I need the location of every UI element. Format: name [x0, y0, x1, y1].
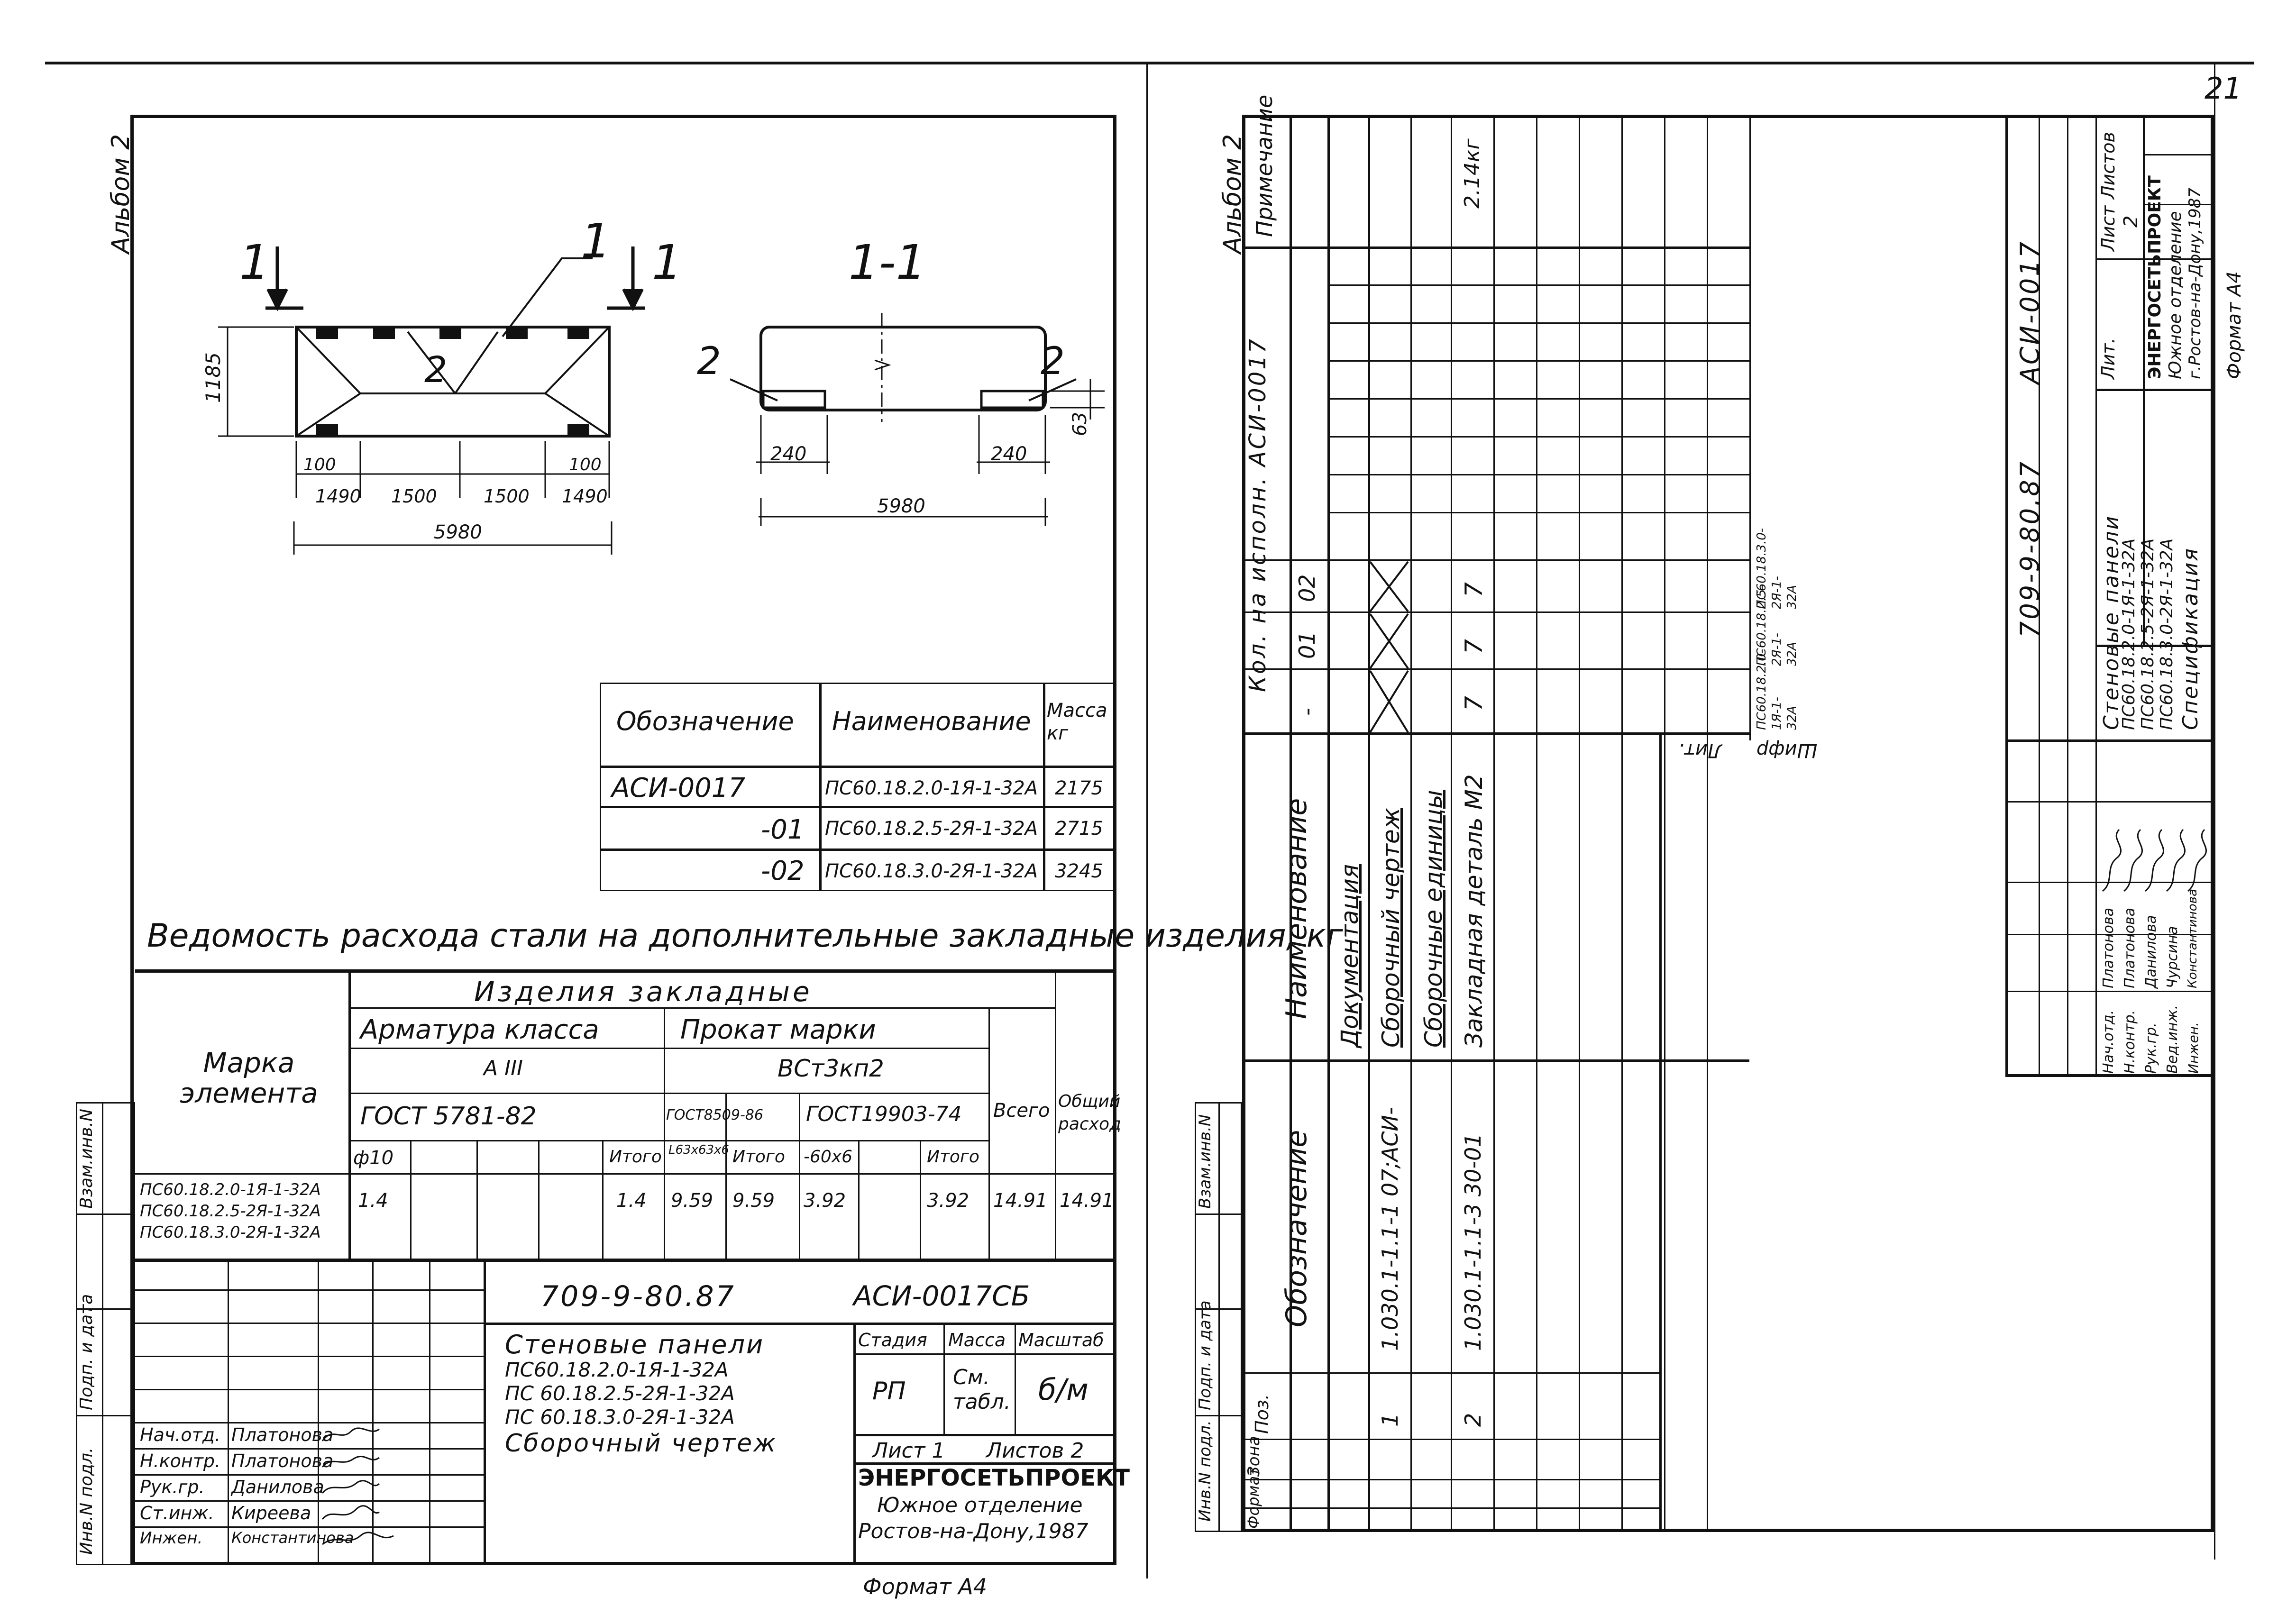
left-tb-name-4: ПС 60.18.3.0-2Я-1-32А	[505, 1405, 735, 1429]
left-staff-name-5: Константинова	[231, 1529, 354, 1547]
steel-title: Ведомость расхода стали на дополнительны…	[147, 917, 1343, 955]
left-tb-code: 709-9-80.87	[540, 1280, 736, 1313]
left-staff-role-2: Н.контр.	[140, 1451, 221, 1471]
left-tb-stage: РП	[872, 1377, 906, 1405]
steel-h-prokat: Прокат марки	[680, 1014, 876, 1045]
left-tb-org2: Южное отделение	[877, 1493, 1083, 1517]
steel-h-steel: ВСт3кп2	[778, 1055, 884, 1082]
left-tb-sheets: Листов 2	[986, 1439, 1084, 1463]
steel-val-7: 14.91	[993, 1190, 1048, 1212]
steel-h-gost2: ГОСТ8509-86	[666, 1107, 763, 1123]
steel-h-angle: L63x63x6	[668, 1143, 729, 1157]
steel-h-itogo-2: Итого	[732, 1147, 785, 1167]
left-sheet-frame	[130, 115, 1116, 1565]
steel-h-class: А III	[484, 1056, 523, 1080]
dim-1500-b: 1500	[484, 486, 530, 507]
dim-1490-right: 1490	[562, 486, 608, 507]
section-dim-right: 240	[991, 443, 1027, 465]
steel-mark-2: ПС60.18.2.5-2Я-1-32А	[140, 1202, 321, 1221]
dim-1490-left: 1490	[315, 486, 361, 507]
section-mark-right: 1	[652, 235, 682, 290]
left-side-strip	[76, 1102, 135, 1565]
steel-h-gost1: ГОСТ 5781-82	[360, 1102, 537, 1131]
left-tb-name-5: Сборочный чертеж	[505, 1429, 777, 1458]
part-label: 2	[424, 348, 448, 391]
steel-mark-1: ПС60.18.2.0-1Я-1-32А	[140, 1180, 321, 1199]
mass-row-3-name: ПС60.18.3.0-2Я-1-32А	[825, 860, 1038, 882]
left-staff-name-2: Платонова	[231, 1451, 334, 1471]
section-part-left: 2	[697, 339, 721, 383]
steel-h-total: Общий расход	[1058, 1092, 1121, 1134]
page-divider	[1146, 62, 1148, 1578]
mass-row-1-mass: 2175	[1055, 777, 1103, 799]
left-staff-role-4: Ст.инж.	[140, 1503, 214, 1524]
mass-header-name: Наименование	[832, 706, 1031, 736]
mass-header-mass: Масса кг	[1047, 700, 1107, 744]
left-tb-sheet: Лист 1	[872, 1439, 945, 1463]
steel-h-group: Изделия закладные	[474, 976, 813, 1008]
left-staff-role-5: Инжен.	[140, 1529, 203, 1548]
left-tb-doc: АСИ-0017СБ	[853, 1280, 1030, 1312]
mass-row-2-mass: 2715	[1055, 818, 1103, 839]
steel-h-gost3: ГОСТ19903-74	[806, 1102, 962, 1126]
dim-100-left: 100	[303, 455, 336, 474]
steel-h-itogo-3: Итого	[927, 1147, 979, 1167]
left-format: Формат А4	[863, 1574, 987, 1599]
left-tb-stage-h: Стадия	[858, 1330, 927, 1350]
left-staff-name-1: Платонова	[231, 1424, 334, 1445]
section-part-right: 2	[1041, 339, 1065, 383]
section-1-1	[759, 326, 1047, 411]
mass-row-1-name: ПС60.18.2.0-1Я-1-32А	[825, 777, 1038, 799]
section-dim-total: 5980	[877, 495, 925, 517]
mass-table	[600, 683, 1116, 891]
steel-val-5: 3.92	[804, 1190, 846, 1212]
left-staff-role-1: Нач.отд.	[140, 1424, 221, 1445]
mass-header-designation: Обозначение	[616, 706, 794, 736]
section-dim-left: 240	[770, 443, 807, 465]
steel-val-4: 9.59	[732, 1190, 775, 1212]
left-staff-role-3: Рук.гр.	[140, 1477, 205, 1497]
steel-h-sheet: -60x6	[804, 1147, 853, 1167]
left-staff-name-3: Данилова	[231, 1477, 324, 1497]
page-number: 21	[2205, 71, 2242, 106]
steel-h-itogo-1: Итого	[609, 1147, 662, 1167]
left-tb-scale: б/м	[1038, 1372, 1089, 1407]
steel-h-vsego: Всего	[993, 1100, 1050, 1122]
steel-val-6: 3.92	[927, 1190, 970, 1212]
left-tb-mass-h: Масса	[948, 1330, 1006, 1350]
left-tb-org: ЭНЕРГОСЕТЬПРОЕКТ	[858, 1465, 1130, 1491]
left-tb-name-3: ПС 60.18.2.5-2Я-1-32А	[505, 1382, 735, 1405]
top-rule	[45, 62, 2254, 64]
mass-row-3-designation: -02	[761, 856, 805, 886]
section-mark-left: 1	[239, 235, 270, 290]
steel-h-mark: Марка элемента	[180, 1047, 318, 1109]
steel-h-diam: ф10	[353, 1147, 394, 1169]
dim-1500-a: 1500	[391, 486, 437, 507]
steel-mark-3: ПС60.18.3.0-2Я-1-32А	[140, 1223, 321, 1242]
leader-label: 1	[581, 213, 611, 269]
left-tb-scale-h: Масштаб	[1018, 1330, 1104, 1350]
left-tb-name-2: ПС60.18.2.0-1Я-1-32А	[505, 1358, 729, 1381]
steel-val-3: 9.59	[671, 1190, 713, 1212]
mass-row-3-mass: 3245	[1055, 860, 1103, 882]
mass-row-2-name: ПС60.18.2.5-2Я-1-32А	[825, 818, 1038, 839]
dim-total: 5980	[434, 521, 482, 543]
left-tb-mass: См. табл.	[953, 1365, 1011, 1414]
steel-val-8: 14.91	[1060, 1190, 1114, 1212]
left-staff-name-4: Киреева	[231, 1503, 311, 1524]
right-title-block	[2005, 115, 2214, 1077]
mass-row-1-designation: АСИ-0017	[612, 773, 746, 803]
steel-val-1: 1.4	[358, 1190, 388, 1212]
left-tb-org3: Ростов-на-Дону,1987	[858, 1519, 1089, 1543]
steel-h-armatura: Арматура класса	[360, 1014, 599, 1045]
section-title: 1-1	[849, 235, 926, 290]
dim-100-right: 100	[569, 455, 602, 474]
steel-val-2: 1.4	[616, 1190, 647, 1212]
left-tb-name-1: Стеновые панели	[505, 1330, 765, 1359]
mass-row-2-designation: -01	[761, 814, 805, 845]
